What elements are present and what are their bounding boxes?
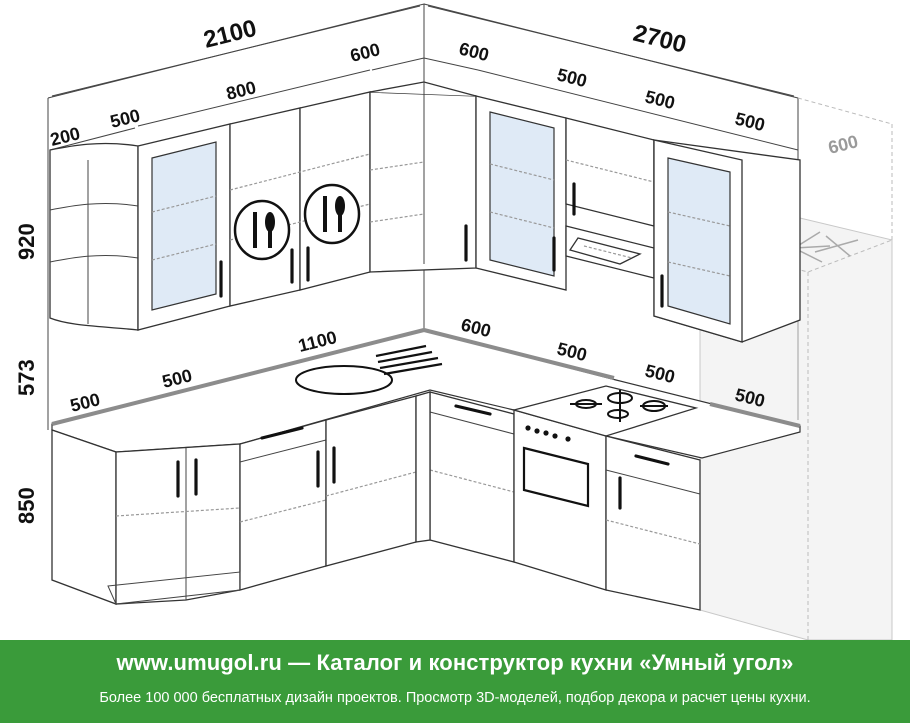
dim-upper-right-hood: 500: [555, 64, 589, 91]
upper-glass-cabinet-end: [653, 139, 801, 343]
dim-counter-corner: 600: [459, 314, 493, 341]
cutlery-icon: [303, 183, 361, 245]
upper-double-cabinet: [229, 91, 371, 307]
lower-cabinets-right: [415, 391, 515, 563]
footer-banner: www.umugol.ru — Каталог и конструктор ку…: [0, 640, 910, 723]
dim-upper-corner-right: 600: [457, 38, 491, 65]
dim-upper-height: 920: [14, 223, 39, 260]
upper-open-shelf: [49, 142, 139, 331]
dimension-lines: [49, 5, 799, 151]
kitchen-layout-drawing: 2100 2700 920 573 850 200 500 800 600 60…: [14, 3, 893, 640]
upper-corner-cabinet: [369, 81, 477, 273]
dim-gap-height: 573: [14, 359, 39, 396]
sink-drainboard: [375, 344, 443, 376]
stove: [511, 385, 699, 591]
dim-fridge-width: 600: [826, 131, 860, 158]
dim-upper-left-glass: 500: [108, 105, 142, 132]
dim-lower-height: 850: [14, 487, 39, 524]
dim-upper-right-end: 500: [733, 108, 767, 135]
hood-cabinet: [565, 117, 655, 279]
upper-glass-cabinet-left: [137, 123, 231, 331]
upper-glass-cabinet-right: [475, 95, 567, 291]
dim-counter-stove: 500: [555, 338, 589, 365]
cutlery-icon: [233, 199, 291, 261]
dim-upper-right-mid: 500: [643, 86, 677, 113]
footer-title[interactable]: www.umugol.ru — Каталог и конструктор ку…: [116, 650, 794, 675]
dim-upper-left-double: 800: [224, 77, 258, 104]
lower-cabinet-end: [605, 435, 701, 611]
oven-door: [522, 446, 590, 508]
burner-icon: [570, 390, 668, 422]
sink: [295, 365, 393, 395]
footer-subtitle: Более 100 000 бесплатных дизайн проектов…: [99, 690, 811, 706]
dim-overall-right: 2700: [631, 20, 689, 59]
dim-counter-right-cab: 500: [643, 360, 677, 387]
stove-knobs: [525, 425, 571, 442]
dim-upper-corner-left: 600: [348, 39, 382, 66]
lower-cabinets-left: [51, 395, 417, 605]
